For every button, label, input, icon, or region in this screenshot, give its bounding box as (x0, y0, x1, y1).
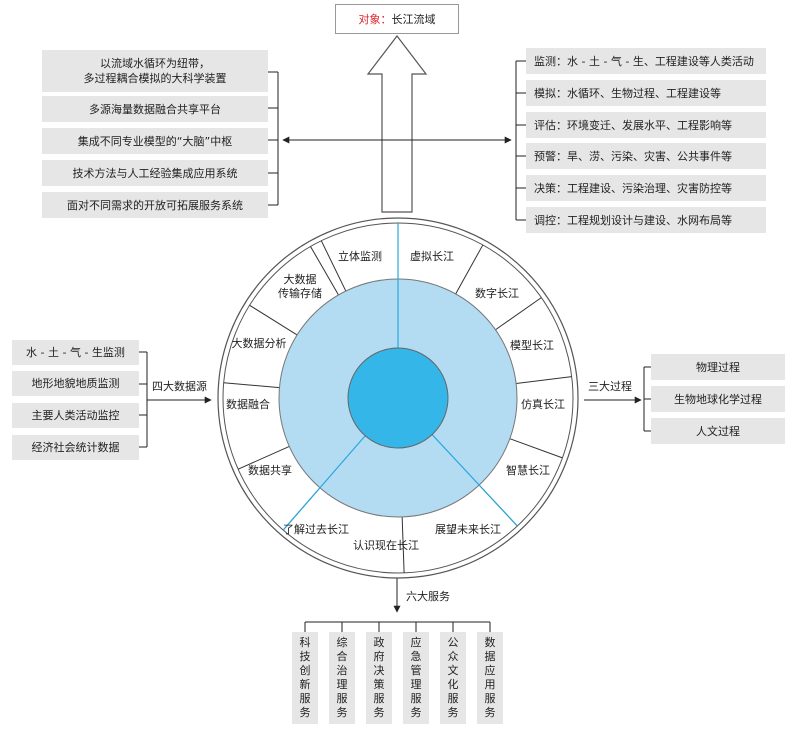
positioning-item: 多源海量数据融合共享平台 (42, 96, 268, 122)
processes-label: 三大过程 (588, 380, 632, 393)
processes-bracket (584, 366, 651, 432)
data-source-item: 水 - 土 - 气 - 生监测 (12, 340, 139, 365)
process-text: 人文过程 (696, 424, 740, 438)
service-text: 公众文化服务 (447, 636, 459, 719)
positioning-item: 面对不同需求的开放可拓展服务系统 (42, 192, 268, 218)
upward-arrow (366, 35, 428, 213)
function-item: 评估：环境变迁、发展水平、工程影响等 (526, 112, 766, 138)
data-sources-bracket (139, 351, 212, 448)
ring-segment-label: 展望未来长江 (435, 523, 501, 536)
function-item: 决策：工程建设、污染治理、灾害防控等 (526, 175, 766, 201)
service-item: 数据应用服务 (477, 632, 503, 724)
data-source-text: 主要人类活动监控 (31, 409, 120, 422)
inner-core (347, 347, 449, 449)
service-text: 数据应用服务 (484, 636, 496, 719)
left-bracket (268, 71, 279, 206)
ring-segment-label: 大数据传输存储 (278, 272, 322, 300)
service-text: 综合治理服务 (336, 636, 348, 719)
function-text: 评估：环境变迁、发展水平、工程影响等 (534, 118, 732, 132)
positioning-item: 集成不同专业模型的“大脑”中枢 (42, 128, 268, 154)
services-label: 六大服务 (406, 590, 450, 603)
ring-segment-label: 了解过去长江 (283, 522, 349, 536)
function-item: 模拟：水循环、生物过程、工程建设等 (526, 80, 766, 106)
positioning-text: 集成不同专业模型的“大脑”中枢 (77, 134, 233, 148)
ring-divider (509, 438, 563, 459)
service-item: 科技创新服务 (292, 632, 318, 724)
ring-segment-label: 立体监测 (338, 249, 382, 263)
ring-segment-label: 仿真长江 (521, 397, 565, 411)
ring-divider (310, 246, 339, 296)
ring-divider (516, 376, 572, 384)
ring-divider (237, 445, 290, 470)
target-label: 对象： (358, 13, 392, 26)
service-item: 综合治理服务 (329, 632, 355, 724)
service-item: 政府决策服务 (366, 632, 392, 724)
positioning-text: 以流域水循环为纽带， 多过程耦合模拟的大科学装置 (83, 57, 227, 85)
function-text: 模拟：水循环、生物过程、工程建设等 (534, 86, 721, 100)
data-source-item: 主要人类活动监控 (12, 403, 139, 428)
function-text: 调控：工程规划设计与建设、水网布局等 (534, 213, 732, 227)
function-text: 决策：工程建设、污染治理、灾害防控等 (534, 181, 732, 195)
process-item: 人文过程 (651, 418, 785, 444)
sector-line (282, 435, 366, 531)
process-text: 物理过程 (696, 360, 740, 374)
data-source-item: 地形地貌地质监测 (12, 371, 139, 396)
ring-segment-label: 智慧长江 (506, 463, 550, 477)
positioning-text: 面对不同需求的开放可拓展服务系统 (67, 198, 243, 212)
ring-segment-label: 认识现在长江 (353, 539, 419, 552)
process-item: 物理过程 (651, 354, 785, 380)
service-text: 应急管理服务 (410, 636, 422, 719)
positioning-text: 多源海量数据融合共享平台 (89, 102, 221, 116)
data-source-item: 经济社会统计数据 (12, 435, 139, 460)
ring-segment-label: 数字长江 (475, 286, 519, 300)
ring-segment-label: 数据共享 (248, 463, 292, 477)
positioning-item: 技术方法与人工经验集成应用系统 (42, 160, 268, 186)
service-item: 应急管理服务 (403, 632, 429, 724)
ring-segment-label: 数据融合 (226, 397, 270, 411)
ring-segment-label: 大数据分析 (232, 336, 287, 350)
ring-segment-label: 模型长江 (510, 338, 554, 352)
services-bracket (304, 578, 491, 632)
ring-divider (401, 516, 405, 573)
ring-diagram: 立体监测 虚拟长江数字长江模型长江仿真长江智慧长江展望未来长江认识现在长江了解过去… (217, 217, 579, 579)
ring-divider (495, 297, 542, 331)
ring-divider (455, 244, 484, 295)
target-box: 对象： 长江流域 (335, 4, 459, 34)
process-text: 生物地球化学过程 (674, 392, 762, 406)
data-sources-label: 四大数据源 (152, 380, 207, 393)
positioning-text: 技术方法与人工经验集成应用系统 (72, 166, 238, 180)
function-item: 调控：工程规划设计与建设、水网布局等 (526, 207, 766, 233)
service-item: 公众文化服务 (440, 632, 466, 724)
service-text: 政府决策服务 (373, 636, 385, 719)
data-source-text: 水 - 土 - 气 - 生监测 (26, 346, 125, 359)
data-source-text: 地形地貌地质监测 (31, 377, 120, 390)
ring-segment-label: 虚拟长江 (410, 249, 454, 263)
service-text: 科技创新服务 (299, 636, 311, 719)
function-text: 预警：旱、涝、污染、灾害、公共事件等 (534, 149, 732, 163)
ring-divider (320, 240, 347, 292)
ring-divider (223, 382, 280, 389)
function-item: 监测：水 - 土 - 气 - 生、工程建设等人类活动 (526, 48, 766, 74)
right-bracket (515, 60, 526, 221)
function-text: 监测：水 - 土 - 气 - 生、工程建设等人类活动 (534, 54, 754, 68)
function-item: 预警：旱、涝、污染、灾害、公共事件等 (526, 143, 766, 169)
positioning-item: 以流域水循环为纽带， 多过程耦合模拟的大科学装置 (42, 50, 268, 92)
sector-line (431, 434, 518, 527)
target-value: 长江流域 (391, 13, 436, 26)
ring-divider (249, 304, 298, 336)
data-source-text: 经济社会统计数据 (31, 441, 120, 454)
process-item: 生物地球化学过程 (651, 386, 785, 412)
